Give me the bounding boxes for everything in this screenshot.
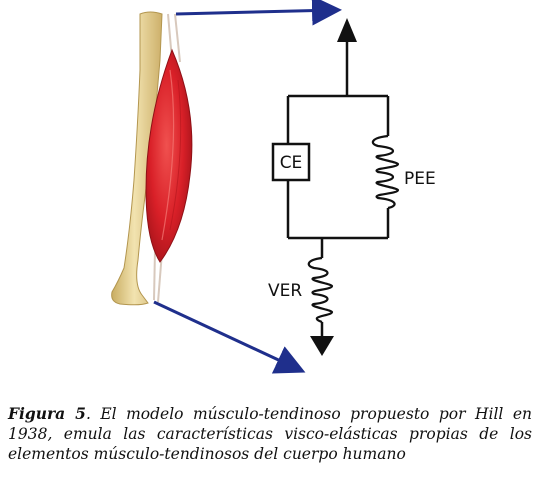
bottom-force-arrow bbox=[153, 300, 306, 374]
ce-label: CE bbox=[280, 153, 303, 173]
pee-label: PEE bbox=[404, 169, 436, 189]
ver-label: VER bbox=[268, 281, 302, 301]
top-arrowhead bbox=[337, 18, 357, 42]
ce-box bbox=[271, 142, 311, 182]
figure-caption: Figura 5. El modelo músculo-tendinoso pr… bbox=[8, 404, 532, 464]
pee-spring bbox=[371, 134, 400, 210]
ver-spring bbox=[307, 256, 334, 324]
bottom-arrowhead bbox=[310, 336, 334, 356]
caption-lead: Figura 5 bbox=[8, 404, 86, 423]
top-force-arrow bbox=[175, 0, 342, 26]
hill-model-schematic bbox=[271, 18, 400, 356]
hill-model-figure: CE PEE VER bbox=[111, 0, 436, 374]
muscle-illustration bbox=[145, 48, 193, 263]
caption-text: . El modelo músculo-tendinoso propuesto … bbox=[8, 405, 532, 463]
